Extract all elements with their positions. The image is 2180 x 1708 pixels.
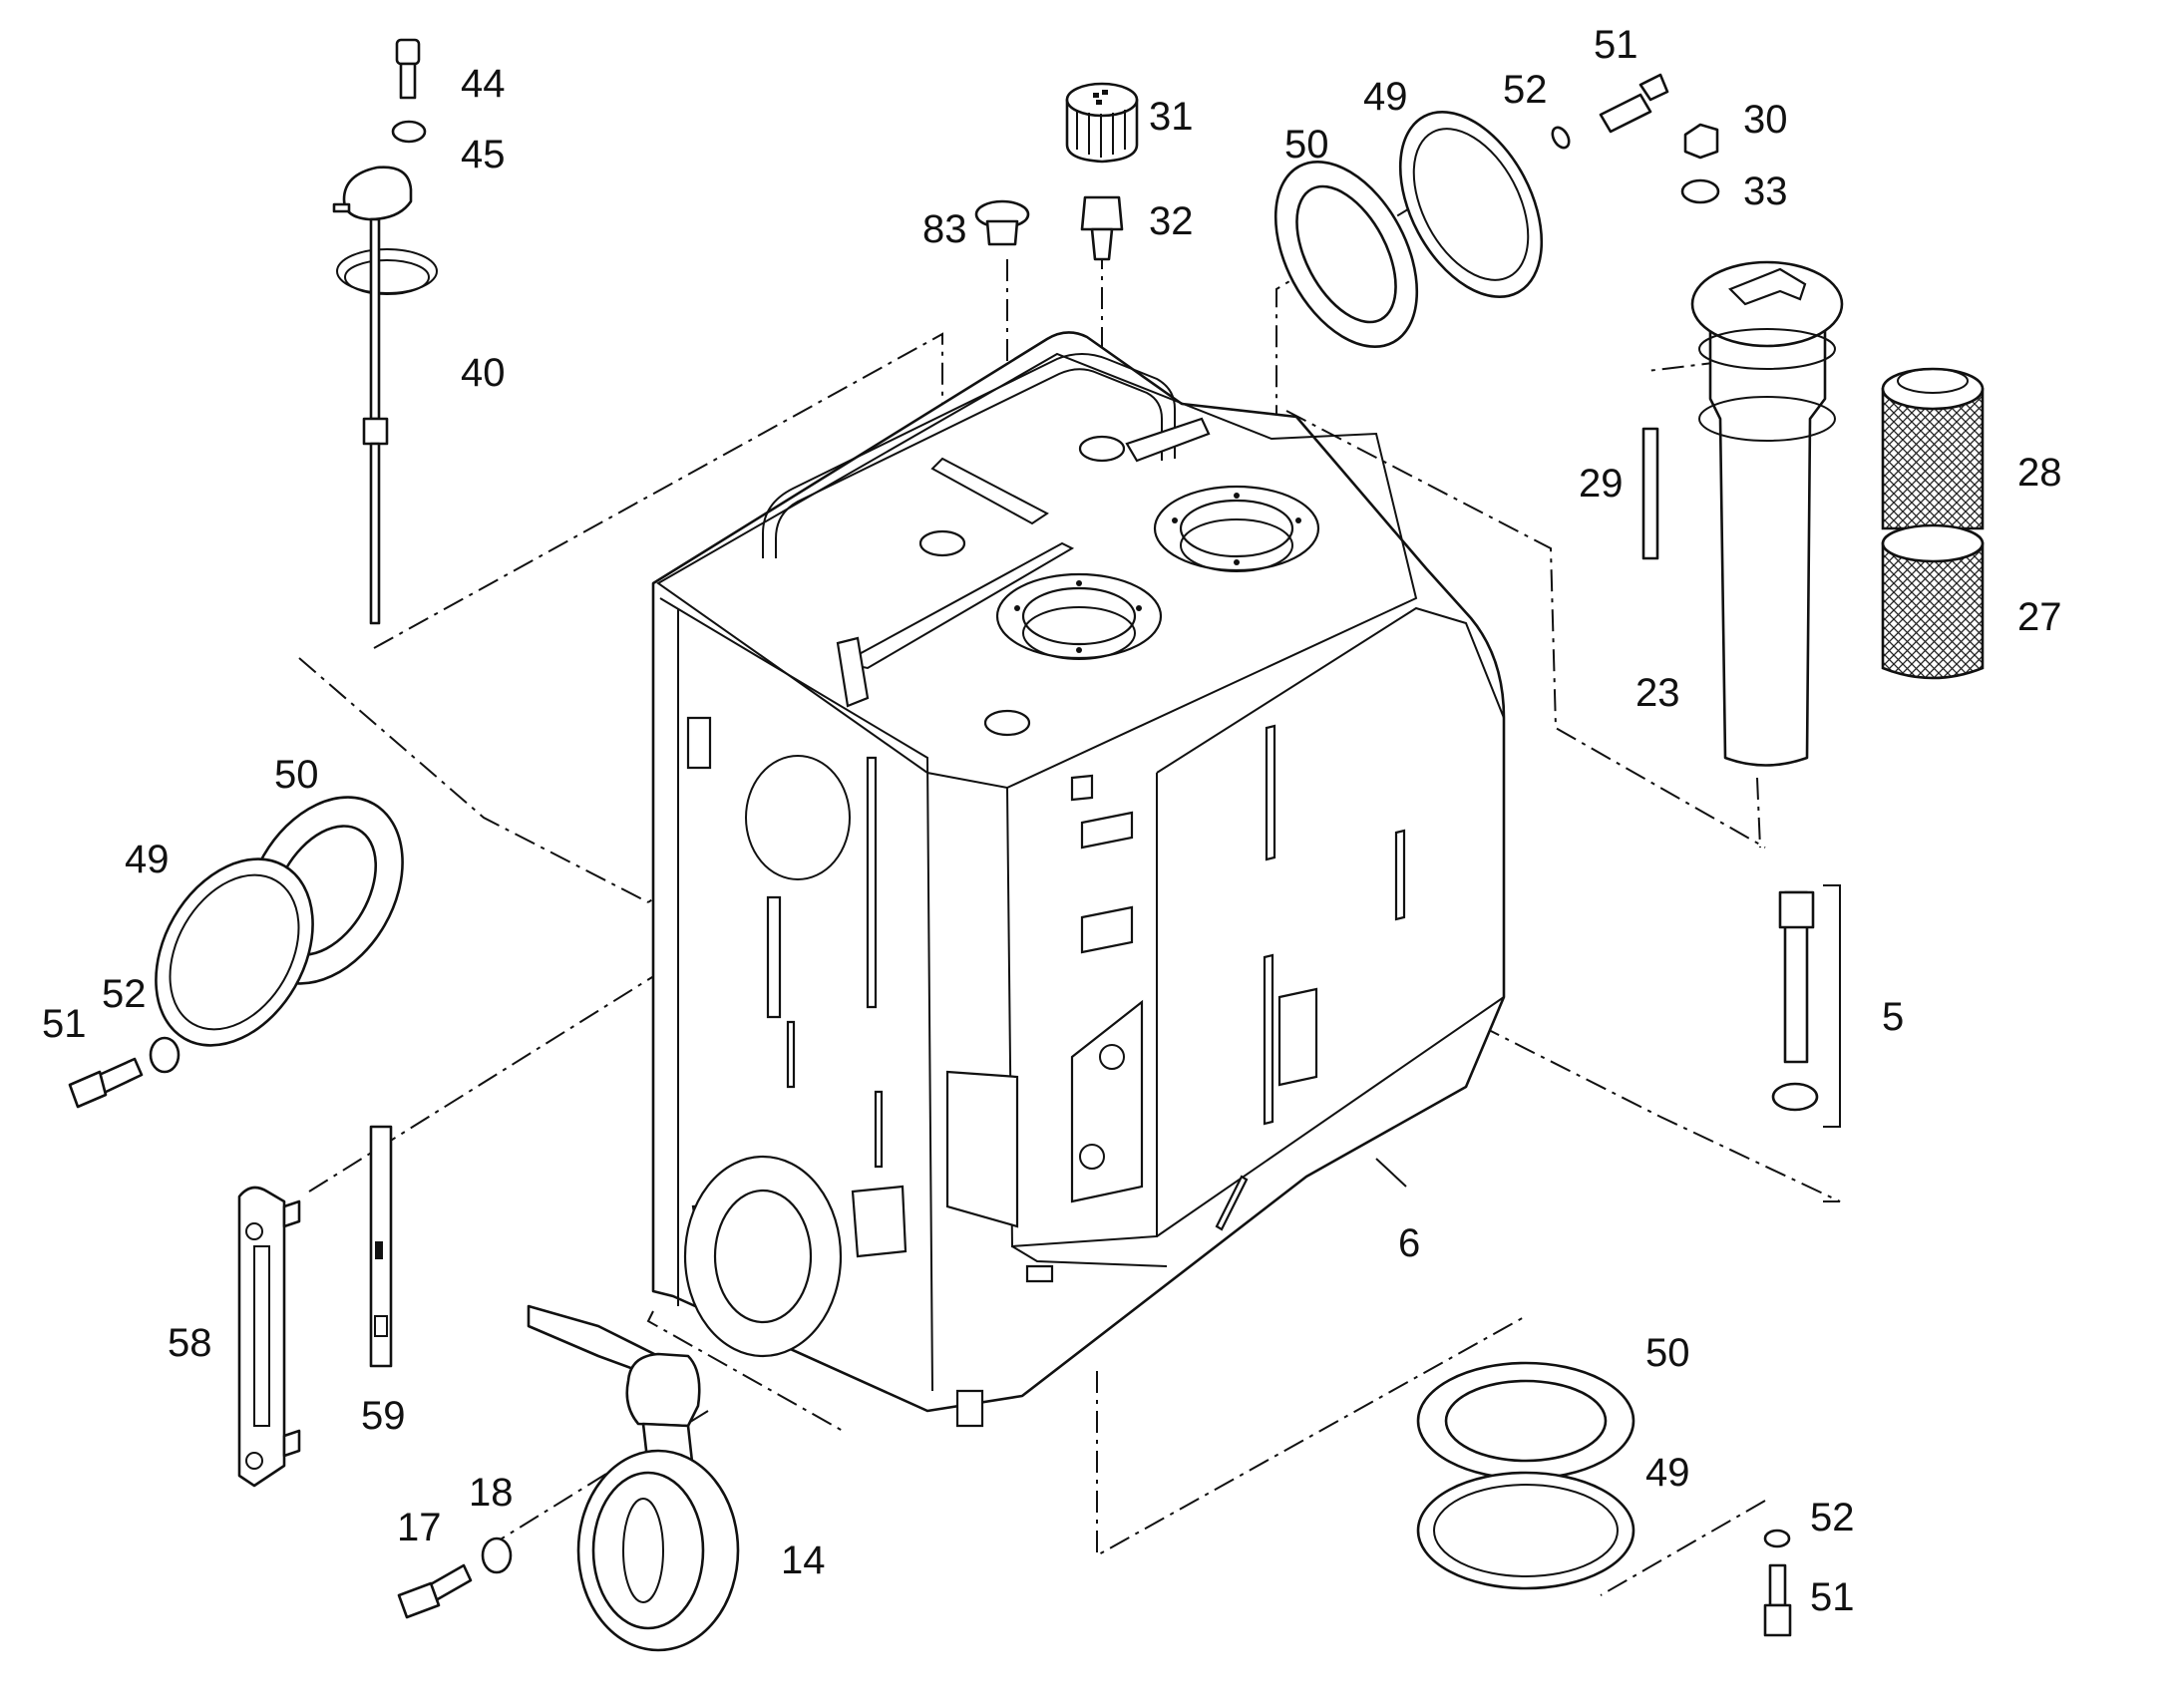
callout-23: 23 <box>1635 671 1680 715</box>
callout-44: 44 <box>461 62 506 106</box>
part-50-gasket-top <box>1273 161 1419 348</box>
part-40-level-sensor <box>332 166 438 625</box>
side-flange <box>683 1155 843 1358</box>
part-49-cover-top <box>1398 111 1544 298</box>
callout-51: 51 <box>1594 23 1638 67</box>
callout-52-left: 52 <box>102 972 147 1016</box>
part-51-bolt-top <box>1599 73 1669 134</box>
part-31-cap <box>1065 82 1139 164</box>
part-27-filter-element <box>1881 523 1985 680</box>
callout-14: 14 <box>781 1538 826 1582</box>
part-52-washer-top <box>1551 126 1571 150</box>
callout-17: 17 <box>397 1506 442 1549</box>
part-49-cover-bottom <box>1416 1471 1635 1590</box>
callout-50-left: 50 <box>274 753 319 797</box>
callout-27: 27 <box>2017 595 2062 639</box>
callout-59: 59 <box>361 1394 406 1438</box>
part-28-filter-element <box>1881 367 1985 530</box>
callout-49: 49 <box>1363 75 1408 119</box>
callout-6: 6 <box>1398 1221 1420 1265</box>
leader-6 <box>1375 1158 1407 1188</box>
part-49-cover-left <box>155 857 314 1047</box>
part-45-washer <box>391 120 427 144</box>
tank-body <box>651 331 1506 1428</box>
part-52-washer-left <box>149 1036 181 1074</box>
part-30-nut <box>1683 123 1719 160</box>
part-14-butterfly-valve <box>527 1304 740 1652</box>
callout-52-bottom: 52 <box>1810 1496 1855 1539</box>
part-5-bolt <box>1771 884 1841 1128</box>
part-59-label-strip <box>369 1125 393 1368</box>
callout-33: 33 <box>1743 170 1788 213</box>
part-83-plug <box>974 199 1030 246</box>
callout-83: 83 <box>922 207 967 251</box>
part-52-washer-bottom <box>1763 1529 1791 1548</box>
callout-45: 45 <box>461 133 506 176</box>
part-44-screw <box>395 38 421 100</box>
callout-32: 32 <box>1149 199 1194 243</box>
callout-30: 30 <box>1743 98 1788 142</box>
part-17-bolt <box>397 1563 473 1619</box>
callout-18: 18 <box>469 1471 514 1515</box>
callout-49-bottom: 49 <box>1645 1451 1690 1495</box>
top-flange-left <box>995 572 1163 660</box>
top-flange-right <box>1153 485 1320 572</box>
callout-labels: 44 45 40 83 31 32 50 49 52 51 30 33 29 2… <box>42 23 2062 1619</box>
callout-31: 31 <box>1149 95 1194 139</box>
part-51-bolt-bottom <box>1763 1563 1792 1637</box>
callout-58: 58 <box>168 1321 212 1365</box>
callout-5: 5 <box>1882 995 1904 1039</box>
callout-50: 50 <box>1284 123 1329 167</box>
part-29-stud <box>1641 427 1659 560</box>
callout-51-bottom: 51 <box>1810 1575 1855 1619</box>
part-58-sight-glass <box>237 1186 301 1488</box>
callout-52: 52 <box>1503 68 1548 112</box>
callout-28: 28 <box>2017 451 2062 495</box>
part-50-gasket-bottom <box>1416 1361 1635 1481</box>
part-51-bolt-left <box>68 1057 144 1109</box>
part-32-fitting <box>1080 195 1124 261</box>
callout-40: 40 <box>461 351 506 395</box>
callout-49-left: 49 <box>125 838 170 881</box>
callout-51-left: 51 <box>42 1002 87 1046</box>
part-33-washer <box>1680 178 1720 204</box>
part-18-washer <box>481 1537 513 1574</box>
callout-29: 29 <box>1579 462 1624 506</box>
callout-50-bottom: 50 <box>1645 1331 1690 1375</box>
part-23-filter-housing <box>1690 260 1844 767</box>
